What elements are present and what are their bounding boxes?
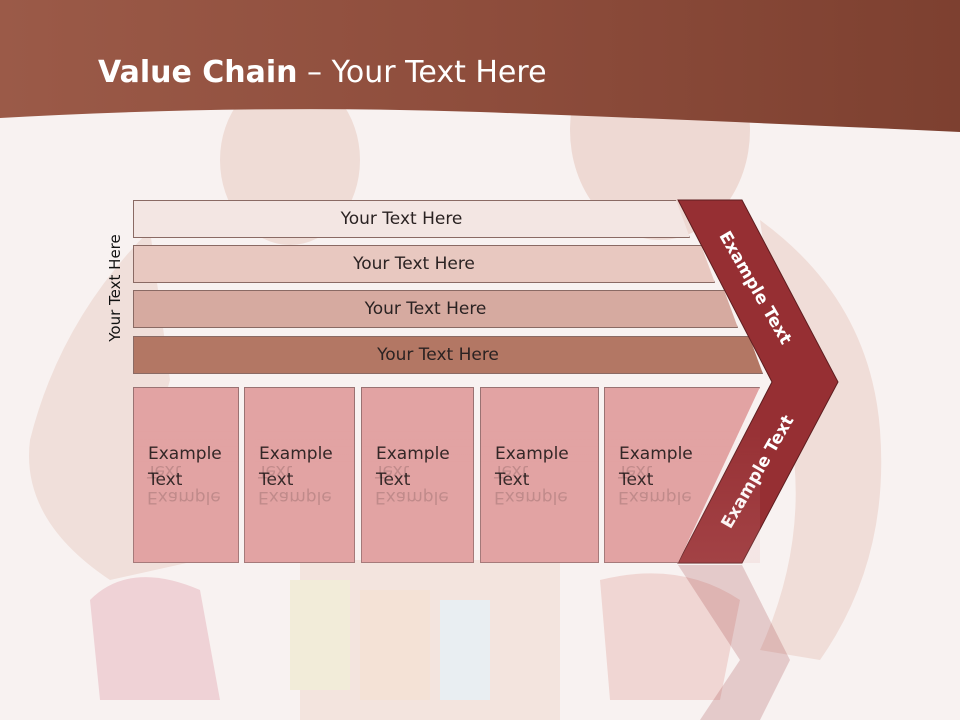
activity-box-1-line2: Text [148,470,183,490]
activity-box-2[interactable]: Example Text [244,387,355,563]
header-band [0,0,960,132]
activity-box-3-line1: Example [376,444,450,464]
activity-box-4-line2: Text [495,470,530,490]
activity-box-3[interactable]: Example Text [361,387,474,563]
activity-box-1-line1: Example [148,444,222,464]
activity-reflection-4: Example Text [480,406,599,563]
support-bar-3-label: Your Text Here [364,299,487,319]
support-bar-4[interactable]: Your Text Here [133,336,763,374]
activity-box-1[interactable]: Example Text [133,387,239,563]
activity-box-5-line2: Text [619,470,654,490]
activity-box-3-line2: Text [376,470,411,490]
activity-box-2-line2: Text [259,470,294,490]
activity-box-2-line1: Example [259,444,333,464]
activity-reflection-1: Example Text [133,406,239,563]
slide-title-rest: – Your Text Here [297,55,547,90]
support-bar-1-label: Your Text Here [340,209,463,229]
activity-reflection-5: Example Text [604,406,760,563]
support-bar-4-label: Your Text Here [377,345,499,365]
activity-box-4[interactable]: Example Text [480,387,599,563]
activity-box-5-line1: Example [619,444,693,464]
activity-reflection-3: Example Text [361,406,474,563]
activity-reflection-2: Example Text [244,406,355,563]
support-bar-2[interactable]: Your Text Here [133,245,715,283]
support-bar-1[interactable]: Your Text Here [133,200,690,238]
support-bar-3[interactable]: Your Text Here [133,290,738,328]
slide-title[interactable]: Value Chain – Your Text Here [98,55,547,90]
support-bar-2-label: Your Text Here [353,254,475,274]
activity-box-4-line1: Example [495,444,569,464]
slide-title-bold: Value Chain [98,55,298,90]
